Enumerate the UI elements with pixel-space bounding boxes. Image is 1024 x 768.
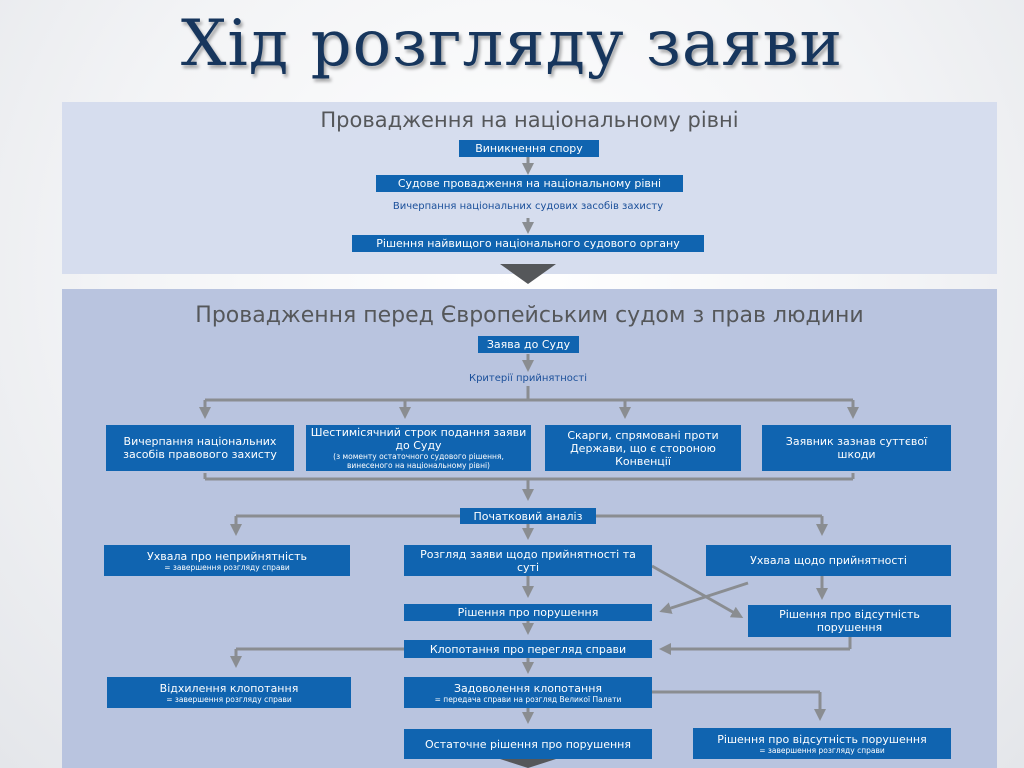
judgment-note: = завершення розгляду справи [759,745,885,755]
initial-analysis: Початковий аналіз [460,508,596,524]
merits-label: Розгляд заяви щодо прийнятності та суті [420,547,636,574]
request-rejected: Відхилення клопотання = завершення розгл… [107,677,351,708]
admissibility-decision: Ухвала щодо прийнятності [706,545,951,576]
final-violation-judgment: Остаточне рішення про порушення [404,729,652,759]
final-no-violation-judgment: Рішення про відсутність порушення = заве… [693,728,951,759]
application-label: Заява до Суду [486,338,571,351]
step-dispute-arises: Виникнення спору [459,140,599,157]
referral-label: Клопотання про перегляд справи [429,642,627,656]
step-national-proceedings: Судове провадження на національному рівн… [376,175,683,192]
step-label: Виникнення спору [475,142,583,155]
request-granted: Задоволення клопотання = передача справи… [404,677,652,708]
judgment-label: Рішення про порушення [457,606,599,619]
violation-judgment: Рішення про порушення [404,604,652,621]
initial-analysis-label: Початковий аналіз [473,509,583,523]
criterion-label: Заявник зазнав суттєвої шкоди [785,435,928,461]
request-note: = передача справи на розгляд Великої Пал… [434,694,622,704]
request-note: = завершення розгляду справи [166,694,292,704]
inadmissibility-decision: Ухвала про неприйнятність = завершення р… [104,545,350,576]
step-label: Судове провадження на національному рівн… [397,177,662,190]
criterion-against-state: Скарги, спрямовані проти Держави, що є с… [545,425,741,471]
criterion-label: Вичерпання національних засобів правовог… [123,435,277,461]
national-heading: Провадження на національному рівні [320,108,739,132]
criterion-label: Скарги, спрямовані проти Держави, що є с… [567,428,719,468]
criterion-six-months: Шестимісячний строк подання заяви до Суд… [306,425,531,471]
step-exhaustion-remedies: Вичерпання національних судових засобів … [392,201,664,212]
judgment-label: Рішення про відсутність порушення [779,608,920,634]
decision-label: Ухвала щодо прийнятності [750,554,907,567]
criterion-label: Шестимісячний строк подання заяви до Суд… [310,426,527,452]
criterion-note: (з моменту остаточного судового рішення,… [333,452,504,470]
judgment-label: Рішення про відсутність порушення [717,732,927,746]
admissibility-criteria: Критерії прийнятності [468,373,588,384]
step-label: Рішення найвищого національного судового… [376,237,680,250]
criterion-significant-harm: Заявник зазнав суттєвої шкоди [762,425,951,471]
request-label: Відхилення клопотання [159,681,299,695]
decision-label: Ухвала про неприйнятність [147,549,307,563]
echr-heading: Провадження перед Європейським судом з п… [195,303,864,328]
step-highest-court: Рішення найвищого національного судового… [352,235,704,252]
decision-note: = завершення розгляду справи [164,562,290,572]
slide-title: Хід розгляду заяви [180,7,844,81]
criterion-exhaustion: Вичерпання національних засобів правовог… [106,425,294,471]
merits-examination: Розгляд заяви щодо прийнятності та суті [404,545,652,576]
application-to-court: Заява до Суду [478,336,579,353]
referral-request: Клопотання про перегляд справи [404,640,652,658]
judgment-label: Остаточне рішення про порушення [425,737,631,751]
request-label: Задоволення клопотання [453,681,603,695]
no-violation-judgment: Рішення про відсутність порушення [748,605,951,637]
